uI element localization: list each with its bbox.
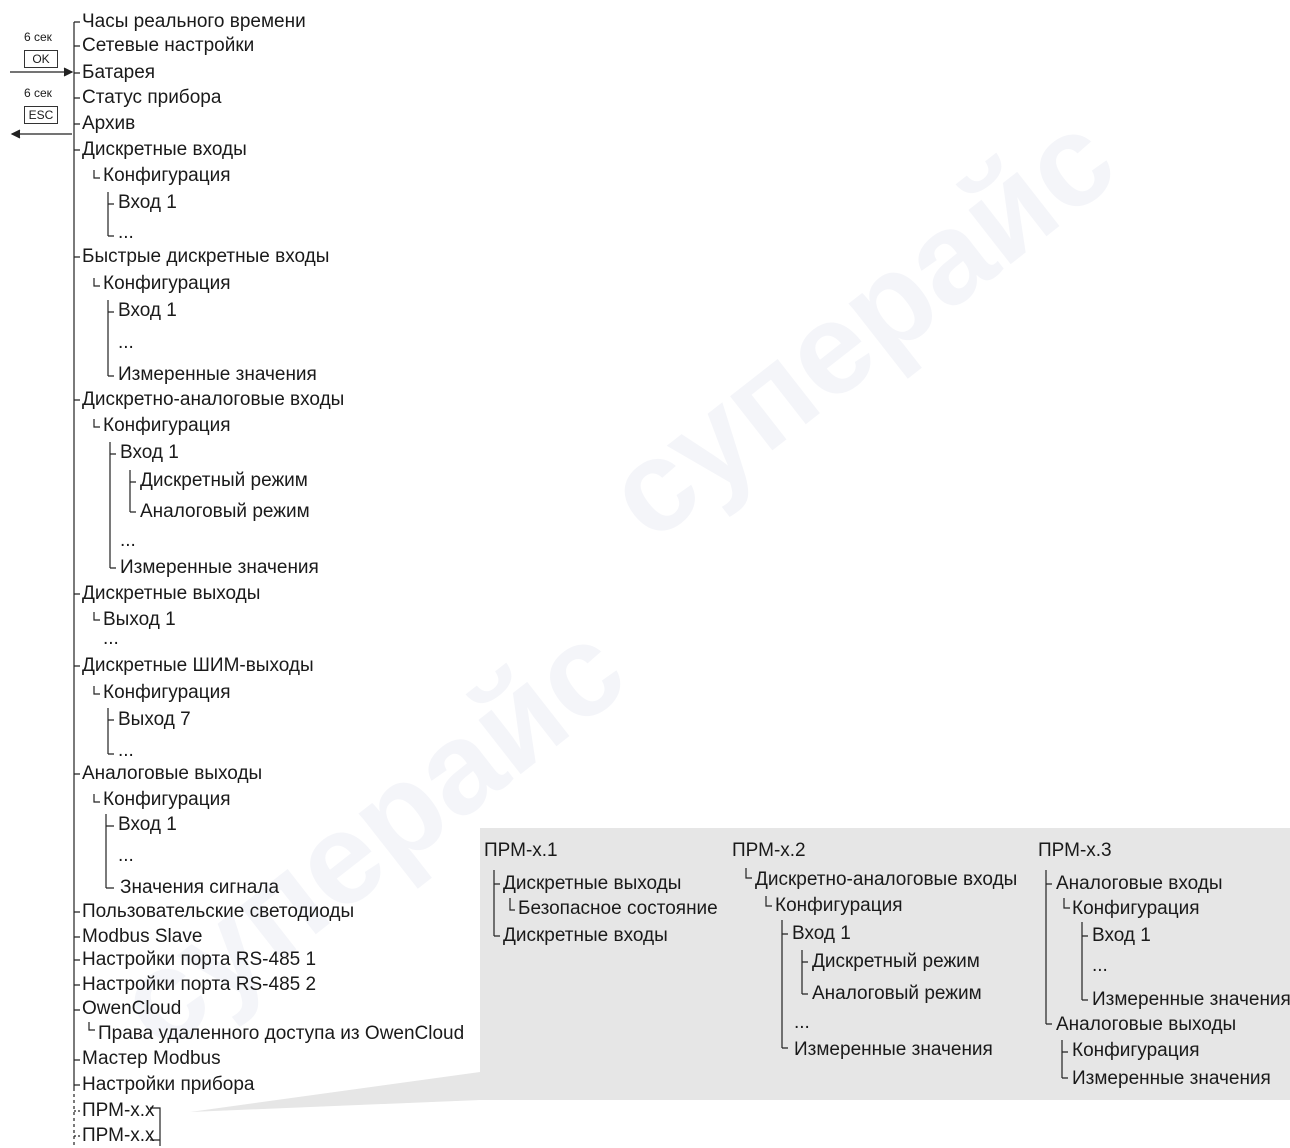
menu-item: Мастер Modbus — [82, 1048, 221, 1069]
menu-item: Конфигурация — [103, 273, 231, 294]
esc-key[interactable]: ESC — [24, 106, 58, 124]
prm-item: Дискретные входы — [503, 925, 668, 946]
esc-hold-time: 6 сек — [24, 86, 52, 100]
menu-item: Дискретный режим — [140, 470, 308, 491]
prm-title: ПРМ-х.2 — [732, 840, 806, 861]
menu-item: Аналоговые выходы — [82, 763, 263, 784]
menu-item: Настройки прибора — [82, 1074, 255, 1095]
menu-item: Конфигурация — [103, 415, 231, 436]
menu-item: ... — [118, 332, 134, 353]
menu-item: Права удаленного доступа из OwenCloud — [98, 1023, 465, 1044]
menu-item: Вход 1 — [118, 300, 177, 321]
prm-item: Измеренные значения — [1072, 1068, 1271, 1089]
menu-item: Сетевые настройки — [82, 35, 255, 56]
menu-item: Вход 1 — [118, 192, 177, 213]
prm-item: Безопасное состояние — [518, 898, 718, 919]
menu-item: Вход 1 — [118, 814, 177, 835]
prm-panel — [480, 828, 1290, 1100]
menu-item: Конфигурация — [103, 789, 231, 810]
prm-item: Дискретные выходы — [503, 873, 682, 894]
menu-item: ... — [118, 740, 134, 761]
menu-item: Выход 7 — [118, 709, 191, 730]
menu-item: Вход 1 — [120, 442, 179, 463]
menu-item: Конфигурация — [103, 165, 231, 186]
prm-item: Аналоговые входы — [1056, 873, 1223, 894]
prm-title: ПРМ-х.1 — [484, 840, 558, 861]
menu-item: Значения сигнала — [120, 877, 280, 898]
prm-item: Конфигурация — [1072, 898, 1200, 919]
menu-item: Статус прибора — [82, 87, 222, 108]
menu-item: ПРМ-х.х — [82, 1125, 155, 1146]
ok-hold-time: 6 сек — [24, 30, 52, 44]
prm-item: Вход 1 — [1092, 925, 1151, 946]
menu-item: ... — [118, 845, 134, 866]
menu-item: Дискретно-аналоговые входы — [82, 389, 345, 410]
menu-item: Конфигурация — [103, 682, 231, 703]
menu-item: Батарея — [82, 62, 156, 83]
menu-item: ... — [103, 628, 119, 649]
prm-item: Измеренные значения — [1092, 989, 1290, 1010]
menu-item: Пользовательские светодиоды — [82, 901, 355, 922]
menu-item: Выход 1 — [103, 609, 176, 630]
menu-item: Измеренные значения — [118, 364, 317, 385]
menu-item: Дискретные выходы — [82, 583, 261, 604]
prm-item: Измеренные значения — [794, 1039, 993, 1060]
menu-item: Часы реального времени — [82, 11, 306, 32]
prm-item: Конфигурация — [1072, 1040, 1200, 1061]
prm-item: ... — [794, 1012, 810, 1033]
menu-item: Быстрые дискретные входы — [82, 246, 330, 267]
menu-item: Настройки порта RS-485 1 — [82, 949, 317, 970]
prm-item: Дискретный режим — [812, 951, 980, 972]
menu-item: Дискретные ШИМ-выходы — [82, 655, 314, 676]
prm-item: ... — [1092, 955, 1108, 976]
prm-item: Дискретно-аналоговые входы — [755, 869, 1018, 890]
menu-item: Измеренные значения — [120, 557, 319, 578]
prm-item: Конфигурация — [775, 895, 903, 916]
menu-item: ... — [118, 222, 134, 243]
menu-item: Аналоговый режим — [140, 501, 310, 522]
menu-item: ПРМ-х.х — [82, 1100, 155, 1121]
menu-item: Дискретные входы — [82, 139, 247, 160]
prm-item: Аналоговые выходы — [1056, 1014, 1237, 1035]
ok-key[interactable]: OK — [24, 50, 58, 68]
prm-item: Вход 1 — [792, 923, 851, 944]
menu-item: Архив — [82, 113, 136, 134]
prm-item: Аналоговый режим — [812, 983, 982, 1004]
menu-item: Настройки порта RS-485 2 — [82, 974, 317, 995]
menu-item: OwenCloud — [82, 998, 182, 1019]
prm-title: ПРМ-х.3 — [1038, 840, 1112, 861]
menu-item: Modbus Slave — [82, 926, 203, 947]
menu-item: ... — [120, 530, 136, 551]
